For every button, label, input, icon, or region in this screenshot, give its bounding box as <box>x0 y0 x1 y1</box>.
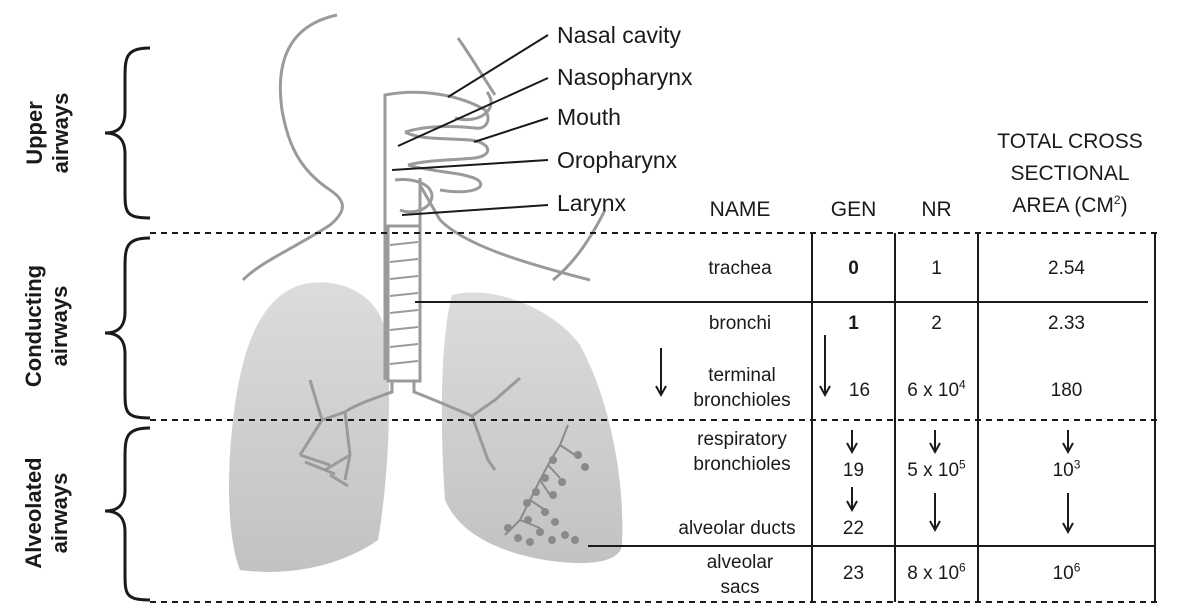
label-nasal-cavity: Nasal cavity <box>557 22 681 49</box>
row-alveolar-ducts-gen: 22 <box>812 518 895 540</box>
trachea-graphic <box>388 226 420 381</box>
row-alveolar-ducts-name: alveolar ducts <box>662 518 812 540</box>
head-outline <box>243 15 605 280</box>
label-leader-lines <box>392 35 548 215</box>
row-bronchi-name: bronchi <box>680 313 800 335</box>
row-trachea-name: trachea <box>680 258 800 280</box>
label-nasopharynx: Nasopharynx <box>557 64 693 91</box>
gen-down-arrow-2 <box>847 430 857 452</box>
area-down-arrow-2 <box>1063 493 1073 532</box>
nr-down-arrow-1 <box>930 430 940 452</box>
header-gen: GEN <box>812 198 895 222</box>
upper-brace <box>105 48 150 218</box>
row-bronchi-nr: 2 <box>895 313 978 335</box>
row-respiratory-bronchioles-nr: 5 x 105 <box>895 460 978 482</box>
nr-down-arrow-2 <box>930 493 940 530</box>
row-trachea-nr: 1 <box>895 258 978 280</box>
side-braces <box>105 48 150 600</box>
label-oropharynx: Oropharynx <box>557 147 677 174</box>
header-name: NAME <box>690 198 790 222</box>
row-trachea-gen: 0 <box>812 258 895 280</box>
area-down-arrow-1 <box>1063 430 1073 452</box>
right-lung <box>229 282 389 572</box>
name-down-arrow <box>656 348 666 395</box>
row-terminal-bronchioles-gen: 16 <box>818 380 901 402</box>
row-bronchi-gen: 1 <box>812 313 895 335</box>
alveolated-brace <box>105 428 150 600</box>
left-lung <box>442 292 623 563</box>
gen-down-arrow-3 <box>847 487 857 510</box>
label-larynx: Larynx <box>557 190 626 217</box>
header-area: TOTAL CROSS SECTIONAL AREA (CM2) <box>975 126 1165 222</box>
row-bronchi-area: 2.33 <box>978 313 1155 335</box>
row-terminal-bronchioles-area: 180 <box>978 380 1155 402</box>
row-terminal-bronchioles-nr: 6 x 104 <box>895 380 978 402</box>
header-nr: NR <box>895 198 978 222</box>
row-alveolar-sacs-nr: 8 x 106 <box>895 563 978 585</box>
row-trachea-area: 2.54 <box>978 258 1155 280</box>
row-respiratory-bronchioles-area: 103 <box>978 460 1155 482</box>
row-alveolar-sacs-area: 106 <box>978 563 1155 585</box>
label-mouth: Mouth <box>557 104 621 131</box>
row-alveolar-sacs-gen: 23 <box>812 563 895 585</box>
conducting-brace <box>105 238 150 418</box>
row-respiratory-bronchioles-gen: 19 <box>812 460 895 482</box>
